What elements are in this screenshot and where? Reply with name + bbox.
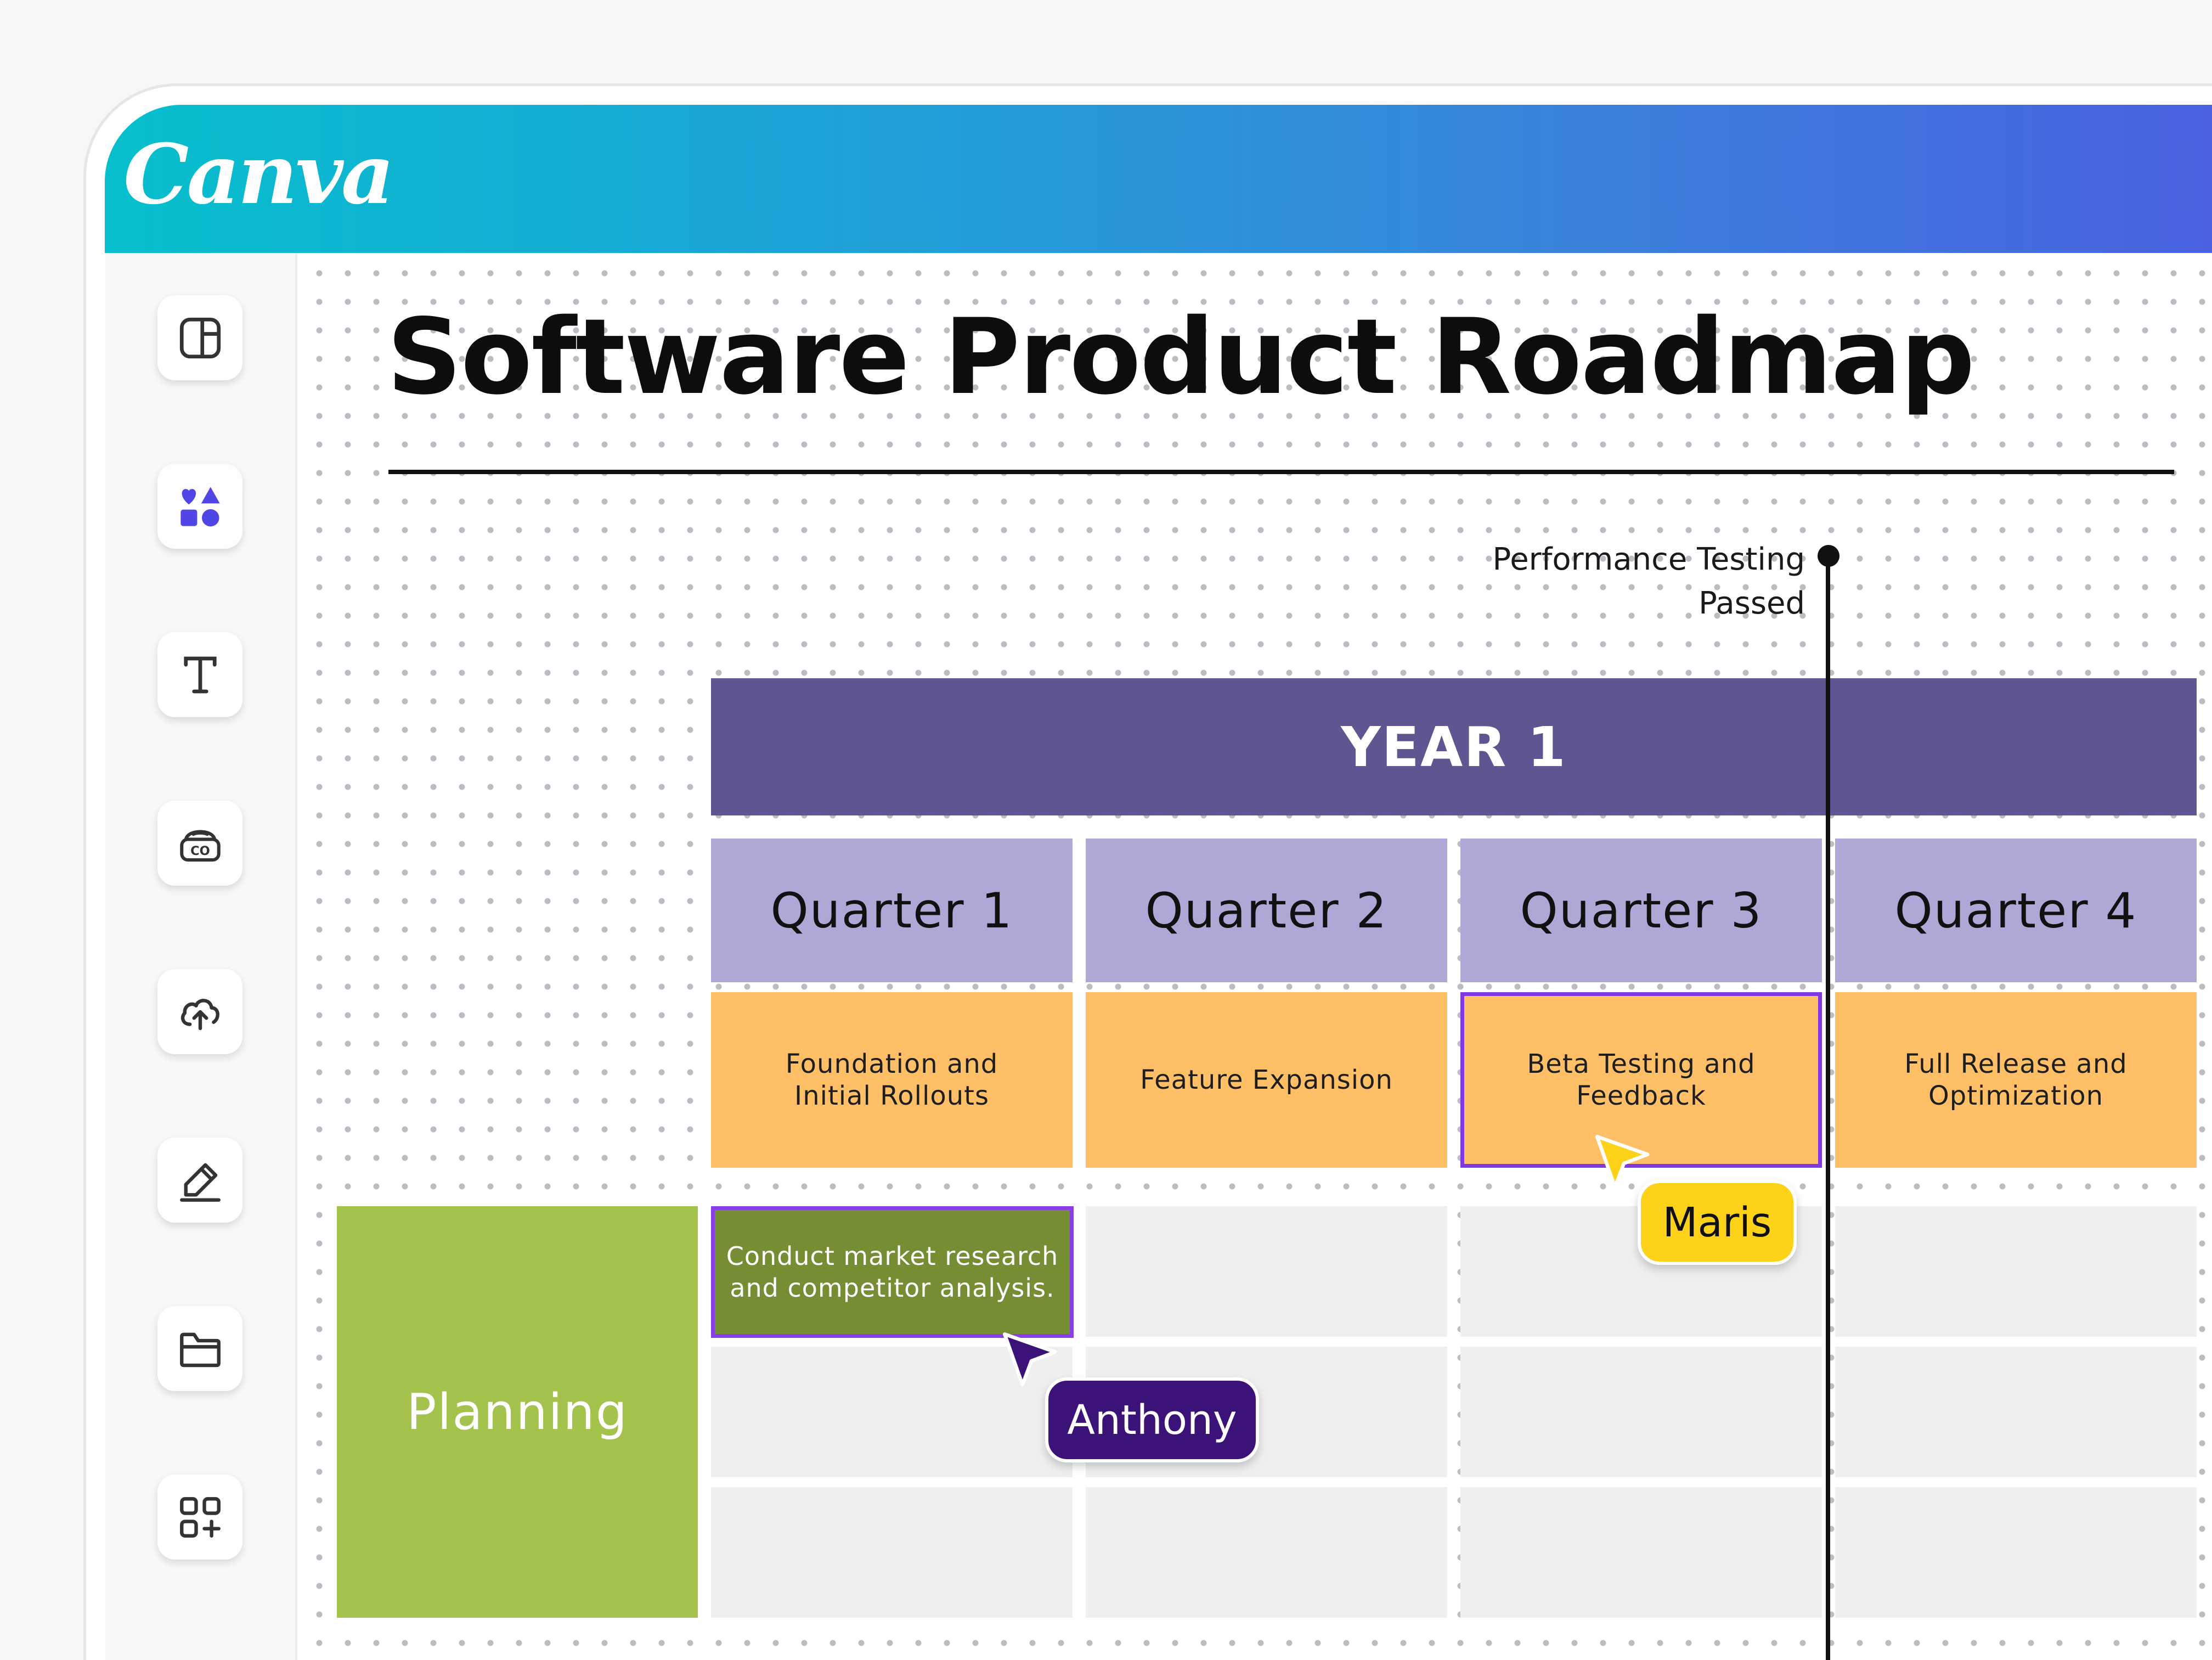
folder-icon: [179, 1332, 221, 1367]
grid-cell[interactable]: [1835, 1487, 2197, 1618]
quarter-2-header[interactable]: Quarter 2: [1086, 839, 1447, 982]
quarter-1-header[interactable]: Quarter 1: [711, 839, 1073, 982]
grid-cell[interactable]: [711, 1487, 1073, 1618]
phase-3-card[interactable]: Beta Testing and Feedback: [1460, 992, 1822, 1168]
task-card[interactable]: Conduct market research and competitor a…: [711, 1206, 1074, 1338]
quarter-3-header[interactable]: Quarter 3: [1460, 839, 1822, 982]
design-button[interactable]: [157, 295, 242, 380]
uploads-button[interactable]: [157, 969, 242, 1054]
year-header[interactable]: YEAR 1: [711, 678, 2197, 815]
cursor-arrow-icon: [1003, 1332, 1057, 1387]
elements-button[interactable]: [157, 464, 242, 549]
cloud-upload-icon: [180, 998, 219, 1030]
phase-1-card[interactable]: Foundation and Initial Rollouts: [711, 992, 1073, 1168]
milestone-line1: Performance Testing: [1492, 542, 1805, 577]
projects-button[interactable]: [157, 1306, 242, 1391]
draw-button[interactable]: [157, 1138, 242, 1223]
apps-button[interactable]: [157, 1475, 242, 1560]
elements-icon: [180, 486, 220, 526]
milestone-line2: Passed: [1699, 586, 1805, 621]
grid-cell[interactable]: [1460, 1487, 1822, 1618]
text-button[interactable]: [157, 632, 242, 717]
phase-4-card[interactable]: Full Release and Optimization: [1835, 992, 2197, 1168]
top-bar: [105, 105, 2212, 253]
brand-button[interactable]: CO: [157, 801, 242, 886]
phase-2-card[interactable]: Feature Expansion: [1086, 992, 1447, 1168]
grid-cell[interactable]: [1086, 1487, 1447, 1618]
page-title[interactable]: Software Product Roadmap: [387, 296, 1975, 418]
canva-logo[interactable]: Canva: [123, 126, 394, 223]
grid-cell[interactable]: [1460, 1347, 1822, 1477]
design-icon: [179, 317, 221, 358]
grid-cell[interactable]: [1835, 1206, 2197, 1337]
milestone-line[interactable]: [1826, 556, 1830, 1660]
anthony-name-tag: Anthony: [1045, 1377, 1259, 1462]
maris-name-tag: Maris: [1638, 1180, 1797, 1265]
grid-cell[interactable]: [711, 1347, 1073, 1477]
cursor-arrow-icon: [1595, 1135, 1650, 1189]
text-icon: [183, 656, 217, 693]
grid-cell[interactable]: [1835, 1347, 2197, 1477]
quarter-4-header[interactable]: Quarter 4: [1835, 839, 2197, 982]
anthony-cursor: [996, 1325, 1067, 1399]
milestone-label[interactable]: Performance Testing Passed: [1437, 538, 1805, 626]
apps-icon: [179, 1496, 221, 1538]
brand-icon: CO: [179, 829, 221, 862]
grid-cell[interactable]: [1086, 1206, 1447, 1337]
maris-cursor: [1588, 1128, 1660, 1201]
draw-icon: [179, 1163, 221, 1202]
title-divider: [388, 470, 2174, 474]
row-label-planning[interactable]: Planning: [337, 1206, 698, 1618]
svg-text:CO: CO: [190, 844, 210, 858]
